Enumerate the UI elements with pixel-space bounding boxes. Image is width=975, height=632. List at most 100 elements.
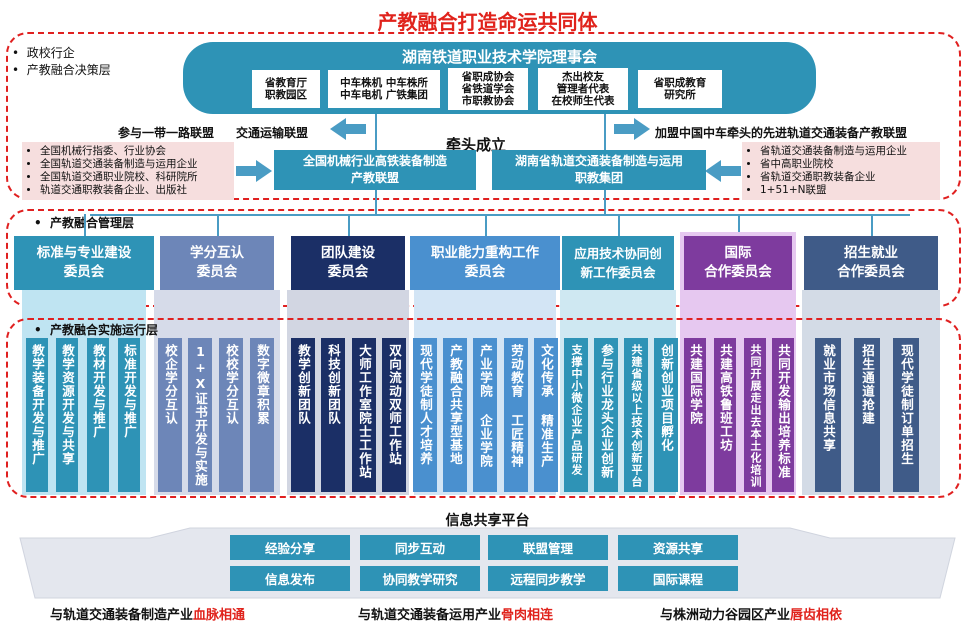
implementation-item: 1+X证书开发与实施 [188, 338, 212, 492]
implementation-item: 共建高铁鲁班工坊 [714, 338, 736, 492]
implementation-item-text: 标准开发与推广 [122, 344, 137, 439]
board-down-arrow-left [375, 114, 377, 154]
implementation-item: 就业市场信息共享 [815, 338, 841, 492]
implementation-item: 共同开发输出培养标准 [772, 338, 794, 492]
committee-drop-line [485, 214, 487, 236]
platform-item: 信息发布 [230, 566, 350, 591]
committee-standards: 标准与专业建设 委员会 [14, 236, 154, 290]
implementation-item: 共同开展走出去本土化培训 [744, 338, 766, 492]
implementation-layer-label: • 产教融合实施运行层 [34, 323, 159, 337]
implementation-item-text: 教学创新团队 [296, 344, 311, 425]
implementation-item-text: 共同开展走出去本土化培训 [749, 344, 762, 488]
committee-innovation: 应用技术协同创 新工作委员会 [562, 236, 674, 290]
platform-item: 国际课程 [618, 566, 738, 591]
implementation-item: 现代学徒制订单招生 [893, 338, 919, 492]
arrow-right-bar [614, 124, 636, 134]
left-flow-label-2: 交通运输联盟 [236, 126, 309, 140]
right-member-item: 省中高职业院校 [760, 158, 940, 171]
implementation-item-text: 共建国际学院 [688, 344, 703, 425]
board-member-1: 省教育厅 职教园区 [252, 70, 320, 108]
implementation-item-text: 教材开发与推广 [91, 344, 106, 439]
implementation-item-text: 教学装备开发与推广 [30, 344, 45, 466]
decision-layer-labels: • 政校行企 • 产教融合决策层 [12, 45, 111, 79]
implementation-item-text: 就业市场信息共享 [821, 344, 836, 452]
implementation-item-text: 现代学徒制人才培养 [418, 344, 433, 466]
alliance-national: 全国机械行业高铁装备制造 产教联盟 [274, 150, 476, 190]
implementation-item: 共建省级以上技术创新平台 [624, 338, 648, 492]
implementation-item: 教学资源开发与共享 [56, 338, 78, 492]
implementation-item-text: 现代学徒制订单招生 [899, 344, 914, 466]
implementation-item-text: 科技创新团队 [326, 344, 341, 425]
committee-drop-line [618, 214, 620, 236]
implementation-item-text: 校校学分互认 [224, 344, 239, 425]
committee-ability: 职业能力重构工作 委员会 [410, 236, 560, 290]
alliance-provincial: 湖南省轨道交通装备制造与运用 职教集团 [492, 150, 706, 190]
implementation-item: 科技创新团队 [321, 338, 345, 492]
implementation-item: 大师工作室院士工作站 [352, 338, 376, 492]
platform-title: 信息共享平台 [445, 513, 530, 529]
left-member-list: 全国机械行指委、行业协会 全国轨道交通装备制造与运用企业 全国轨道交通职业院校、… [22, 142, 234, 200]
committee-drop-line [871, 214, 873, 236]
implementation-item: 现代学徒制人才培养 [413, 338, 437, 492]
implementation-item: 教学装备开发与推广 [26, 338, 48, 492]
implementation-item-text: 1+X证书开发与实施 [193, 344, 208, 487]
implementation-item: 创新创业项目孵化 [654, 338, 678, 492]
right-flow-label: 加盟中国中车牵头的先进轨道交通装备产教联盟 [655, 126, 908, 140]
right-list-arrow-icon [705, 160, 721, 182]
left-list-arrow-bar [236, 166, 258, 176]
implementation-item: 产教融合共享型基地 [443, 338, 467, 492]
implementation-layer-frame [6, 318, 961, 498]
implementation-item: 劳动教育 工匠精神 [504, 338, 528, 492]
board-member-4: 杰出校友 管理者代表 在校师生代表 [538, 68, 628, 110]
implementation-item-text: 双向流动双师工作站 [387, 344, 402, 466]
arrow-left-icon [330, 118, 346, 140]
implementation-item: 校校学分互认 [219, 338, 243, 492]
implementation-item-text: 共建省级以上技术创新平台 [630, 344, 643, 488]
bottom-statement-3: 与株洲动力谷园区产业唇齿相依 [660, 608, 843, 623]
implementation-item-text: 创新创业项目孵化 [659, 344, 674, 452]
implementation-item: 双向流动双师工作站 [382, 338, 406, 492]
implementation-item: 参与行业龙头企业创新 [594, 338, 618, 492]
implementation-item-text: 产教融合共享型基地 [448, 344, 463, 466]
lead-label: 牵头成立 [446, 136, 507, 154]
left-list-arrow-icon [256, 160, 272, 182]
platform-item: 同步互动 [360, 535, 480, 560]
bottom-statement-1: 与轨道交通装备制造产业血脉相通 [50, 608, 246, 623]
page-title: 产教融合打造命运共同体 [377, 10, 598, 34]
left-member-item: 全国轨道交通装备制造与运用企业 [40, 158, 234, 171]
implementation-item-text: 校企学分互认 [163, 344, 178, 425]
committee-drop-line [738, 214, 740, 236]
board-member-3: 省职成协会 省铁道学会 市职教协会 [448, 68, 528, 110]
left-member-item: 轨道交通职教装备企业、出版社 [40, 184, 234, 197]
board-member-5: 省职成教育 研究所 [638, 70, 722, 108]
right-member-item: 省轨道交通职教装备企业 [760, 171, 940, 184]
implementation-item-text: 大师工作室院士工作站 [357, 344, 372, 479]
board-title: 湖南铁道职业技术学院理事会 [401, 48, 597, 66]
implementation-item-text: 劳动教育 工匠精神 [509, 344, 524, 468]
management-layer-label: • 产教融合管理层 [34, 216, 135, 230]
committee-drop-line [348, 214, 350, 236]
decision-label-1: • 政校行企 [12, 46, 75, 60]
committee-drop-line [217, 214, 219, 236]
committee-credit: 学分互认 委员会 [160, 236, 274, 290]
platform-item: 协同教学研究 [360, 566, 480, 591]
committee-drop-line [84, 214, 86, 236]
implementation-item-text: 支撑中小微企业产品研发 [570, 344, 583, 476]
committee-team: 团队建设 委员会 [291, 236, 405, 290]
implementation-item-text: 数字微章积累 [255, 344, 270, 425]
arrow-right-icon [634, 118, 650, 140]
implementation-item-text: 文化传承 精准生产 [539, 344, 554, 468]
left-member-item: 全国机械行指委、行业协会 [40, 145, 234, 158]
alliance-connector-right [604, 190, 606, 214]
platform-item: 联盟管理 [488, 535, 608, 560]
decision-label-2: • 产教融合决策层 [12, 63, 111, 77]
right-member-list: 省轨道交通装备制造与运用企业 省中高职业院校 省轨道交通职教装备企业 1+51+… [742, 142, 940, 200]
bottom-statement-2: 与轨道交通装备运用产业骨肉相连 [358, 608, 554, 623]
left-member-item: 全国轨道交通职业院校、科研院所 [40, 171, 234, 184]
committee-international: 国际 合作委员会 [684, 236, 792, 290]
implementation-item-text: 参与行业龙头企业创新 [599, 344, 614, 479]
implementation-item: 共建国际学院 [684, 338, 706, 492]
board-down-arrow-right [604, 114, 606, 154]
right-list-arrow-bar [719, 166, 741, 176]
right-member-item: 1+51+N联盟 [760, 184, 940, 197]
